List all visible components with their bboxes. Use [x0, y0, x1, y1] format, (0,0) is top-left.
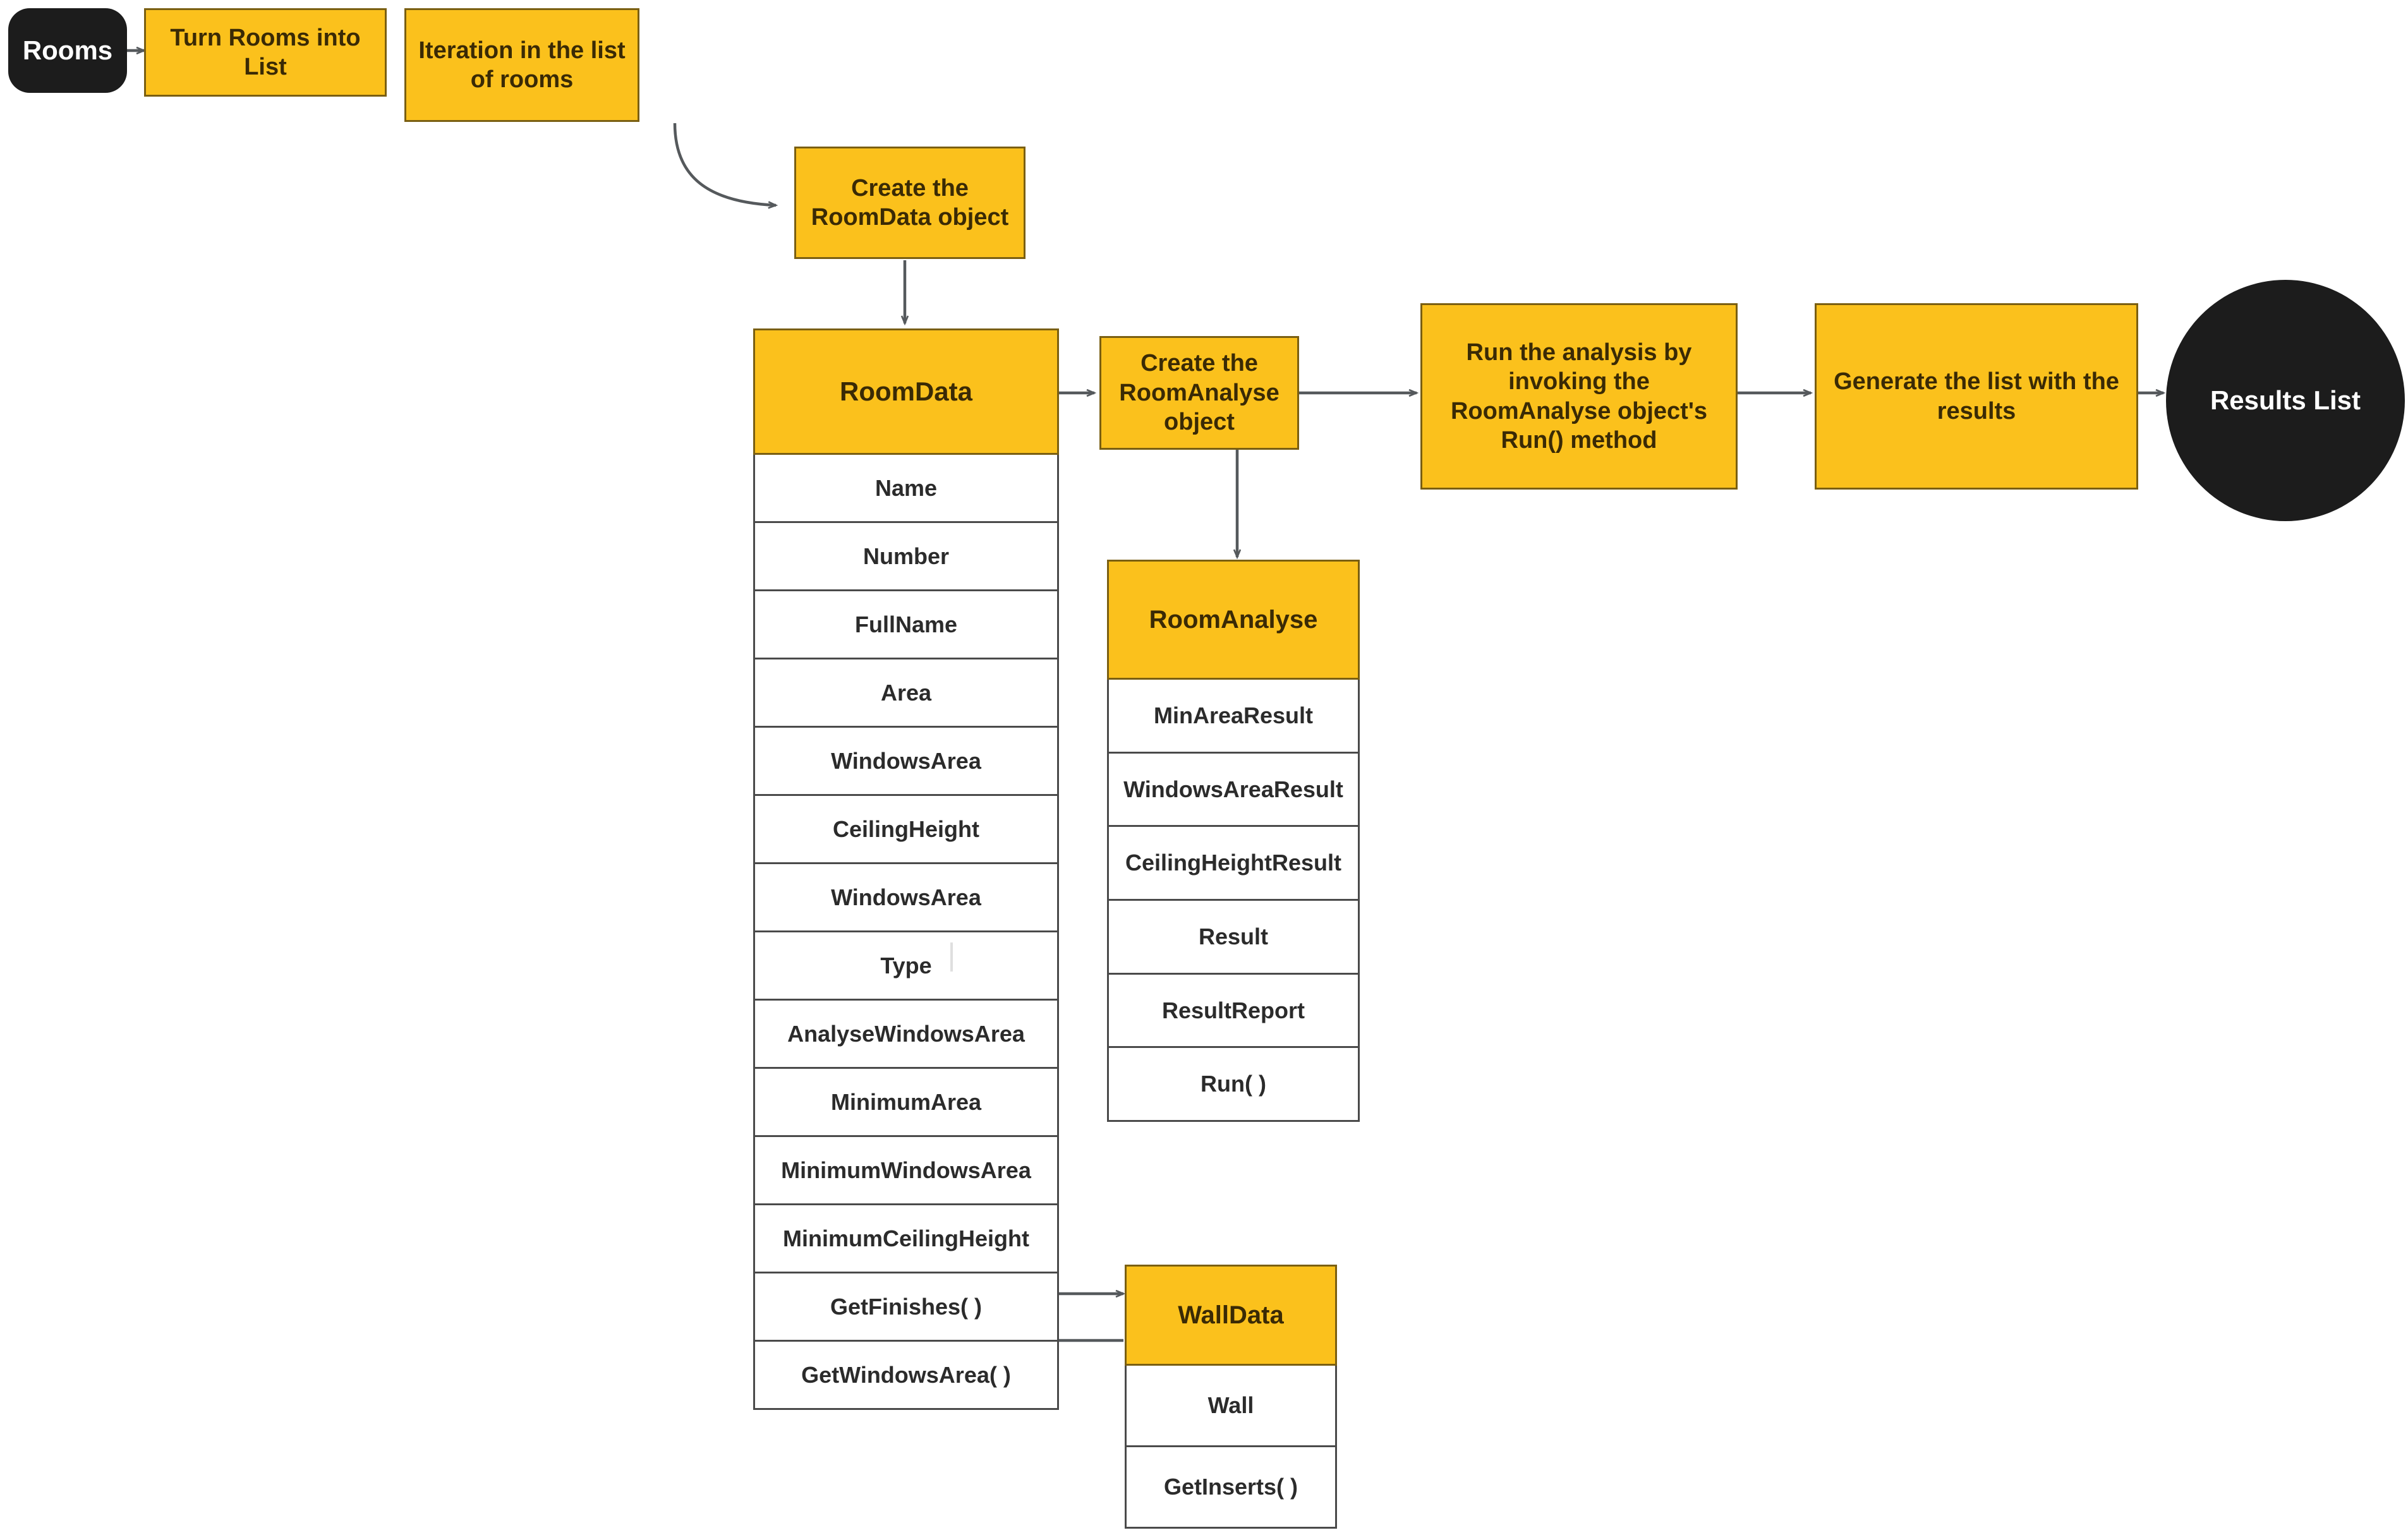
class-roomdata-row[interactable]: MinimumWindowsArea: [755, 1137, 1057, 1205]
node-turn-rooms-into-list[interactable]: Turn Rooms into List: [144, 8, 387, 97]
node-create-roomanalyse-label: Create the RoomAnalyse object: [1119, 350, 1280, 436]
class-roomanalyse-row[interactable]: WindowsAreaResult: [1109, 754, 1358, 828]
node-rooms-label: Rooms: [22, 35, 113, 66]
class-roomanalyse-members: MinAreaResult WindowsAreaResult CeilingH…: [1107, 680, 1360, 1122]
node-rooms[interactable]: Rooms: [8, 8, 127, 93]
node-run-analysis-label: Run the analysis by invoking the RoomAna…: [1450, 339, 1708, 454]
node-results-list-label: Results List: [2210, 385, 2361, 416]
node-generate-list-label: Generate the list with the results: [1834, 368, 2119, 424]
class-walldata-header: WallData: [1125, 1265, 1337, 1366]
class-roomdata-row[interactable]: WindowsArea: [755, 728, 1057, 796]
edge-iteration-to-createroomdata: [673, 123, 776, 205]
scan-artifact-mark: [950, 942, 953, 972]
class-roomdata-row[interactable]: CeilingHeight: [755, 796, 1057, 864]
class-roomanalyse-row[interactable]: CeilingHeightResult: [1109, 827, 1358, 901]
class-roomdata-row[interactable]: Area: [755, 659, 1057, 728]
class-roomanalyse-row[interactable]: Run( ): [1201, 1071, 1266, 1097]
node-iteration-in-list-label: Iteration in the list of rooms: [418, 37, 626, 93]
node-results-list[interactable]: Results List: [2166, 280, 2405, 521]
class-roomdata-row[interactable]: FullName: [755, 591, 1057, 659]
class-roomanalyse-name: RoomAnalyse: [1149, 606, 1318, 634]
node-create-roomdata-label: Create the RoomData object: [811, 174, 1009, 231]
class-walldata-name: WallData: [1178, 1301, 1284, 1329]
class-roomdata-header: RoomData: [753, 328, 1059, 455]
node-run-analysis[interactable]: Run the analysis by invoking the RoomAna…: [1420, 303, 1738, 490]
class-walldata[interactable]: WallData Wall GetInserts( ): [1125, 1265, 1337, 1529]
class-roomdata-row[interactable]: MinimumArea: [755, 1069, 1057, 1137]
class-walldata-members: Wall GetInserts( ): [1125, 1366, 1337, 1529]
class-roomdata-row[interactable]: GetWindowsArea( ): [801, 1361, 1011, 1388]
class-roomdata-row[interactable]: AnalyseWindowsArea: [755, 1001, 1057, 1069]
class-roomdata-row[interactable]: GetFinishes( ): [755, 1273, 1057, 1342]
class-roomdata-row[interactable]: Name: [755, 455, 1057, 523]
class-roomanalyse-row[interactable]: ResultReport: [1109, 975, 1358, 1049]
class-roomdata[interactable]: RoomData Name Number FullName Area Windo…: [753, 328, 1059, 1410]
node-generate-list[interactable]: Generate the list with the results: [1815, 303, 2138, 490]
node-turn-rooms-into-list-label: Turn Rooms into List: [170, 24, 361, 80]
class-walldata-row[interactable]: GetInserts( ): [1163, 1474, 1298, 1500]
class-roomdata-row[interactable]: Type: [755, 932, 1057, 1001]
node-create-roomdata[interactable]: Create the RoomData object: [794, 147, 1026, 259]
class-roomdata-name: RoomData: [839, 376, 973, 406]
class-roomdata-row[interactable]: WindowsArea: [755, 864, 1057, 932]
class-roomdata-row[interactable]: MinimumCeilingHeight: [755, 1205, 1057, 1273]
node-iteration-in-list[interactable]: Iteration in the list of rooms: [404, 8, 639, 122]
class-roomdata-row[interactable]: Number: [755, 523, 1057, 591]
class-roomanalyse-row[interactable]: Result: [1109, 901, 1358, 975]
class-roomanalyse-row[interactable]: MinAreaResult: [1109, 680, 1358, 754]
class-roomanalyse-header: RoomAnalyse: [1107, 560, 1360, 680]
class-roomanalyse[interactable]: RoomAnalyse MinAreaResult WindowsAreaRes…: [1107, 560, 1360, 1122]
node-create-roomanalyse[interactable]: Create the RoomAnalyse object: [1099, 336, 1299, 450]
class-roomdata-members: Name Number FullName Area WindowsArea Ce…: [753, 455, 1059, 1410]
class-walldata-row[interactable]: Wall: [1127, 1366, 1335, 1447]
